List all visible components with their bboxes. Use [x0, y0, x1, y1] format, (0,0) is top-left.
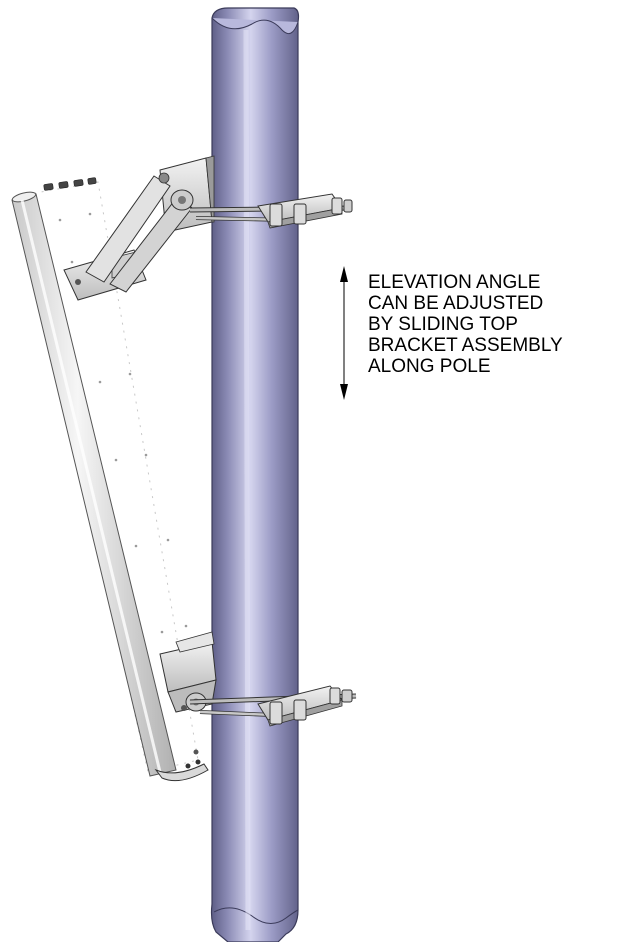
- double-headed-vertical-arrow-icon: [340, 266, 348, 400]
- antenna-tube: [11, 191, 177, 777]
- note-line-2: CAN BE ADJUSTED: [368, 293, 544, 314]
- bottom-end-cap: [154, 749, 209, 782]
- note-line-4: BRACKET ASSEMBLY: [368, 335, 563, 356]
- note-line-5: ALONG POLE: [368, 356, 491, 377]
- note-line-3: BY SLIDING TOP: [368, 314, 518, 335]
- elevation-angle-note: ELEVATION ANGLE CAN BE ADJUSTED BY SLIDI…: [368, 272, 563, 377]
- top-bracket-assembly: [63, 155, 215, 301]
- top-clamp: [189, 193, 353, 229]
- mounting-pole: [210, 7, 300, 942]
- bottom-clamp: [189, 685, 357, 727]
- note-line-1: ELEVATION ANGLE: [368, 272, 541, 293]
